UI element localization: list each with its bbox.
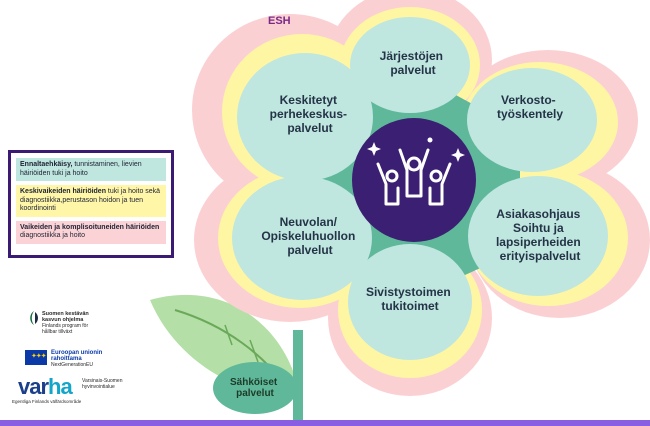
people-icon bbox=[376, 148, 452, 206]
legend-item-1-bold: Ennaltaehkäisy, bbox=[20, 161, 73, 168]
petal-label-lower-left: Neuvolan/ Opiskeluhuollon palvelut bbox=[261, 215, 358, 257]
esh-label: ESH bbox=[268, 15, 291, 27]
petal-label-upper-right: Verkosto- työskentely bbox=[497, 93, 563, 121]
varha-logo-part-b: ha bbox=[48, 374, 73, 399]
petal-lower-right bbox=[468, 176, 608, 296]
legend-item-3-text: diagnostiikka ja hoito bbox=[20, 232, 85, 239]
eu-funding-logo: Euroopan unionin rahoittama NextGenerati… bbox=[51, 350, 121, 368]
stem bbox=[293, 330, 303, 420]
leaf-vein-2 bbox=[224, 324, 259, 363]
legend-item-2-bold: Keskivaikeiden häiriöiden bbox=[20, 188, 106, 195]
petal-label-top: Järjestöjen palvelut bbox=[380, 49, 447, 77]
stem-label: Sähköiset palvelut bbox=[230, 377, 280, 399]
teal-petals bbox=[232, 17, 608, 360]
legend-item-3-bold: Vaikeiden ja komplisoituneiden häiriöide… bbox=[20, 223, 160, 231]
legend-item-prevention: Ennaltaehkäisy, tunnistaminen, lievien h… bbox=[16, 158, 166, 181]
suomi-program-logo: Suomen kestävän kasvun ohjelma Finlands … bbox=[42, 311, 102, 335]
legend-item-moderate: Keskivaikeiden häiriöiden tuki ja hoito … bbox=[16, 185, 166, 217]
center-circle bbox=[352, 118, 476, 242]
petal-top bbox=[350, 17, 470, 113]
legend-item-severe: Vaikeiden ja komplisoituneiden häiriöide… bbox=[16, 220, 166, 244]
legend: Ennaltaehkäisy, tunnistaminen, lievien h… bbox=[8, 150, 174, 258]
petal-label-upper-left: Keskitetyt perhekeskus- palvelut bbox=[270, 93, 351, 135]
petal-lower-left bbox=[232, 176, 372, 300]
varha-logo-part-a: var bbox=[18, 374, 49, 399]
varha-logo: varha bbox=[18, 374, 73, 400]
legend-item-1-text: tunnistaminen, lievien häiriöiden tuki j… bbox=[20, 161, 142, 177]
eu-funding-title: Euroopan unionin rahoittama bbox=[51, 350, 103, 362]
bottom-bar bbox=[0, 420, 650, 426]
petal-bottom bbox=[348, 244, 472, 360]
stem-base bbox=[213, 362, 297, 414]
petal-label-lower-right: Asiakasohjaus Soihtu ja lapsiperheiden e… bbox=[496, 207, 584, 263]
petal-label-bottom: Sivistystoimen tukitoimet bbox=[366, 285, 454, 313]
suomi-program-subtitle: Finlands program för hållbar tillväxt bbox=[42, 323, 89, 335]
varha-subtitle: Varsinais-Suomen hyvinvointialue bbox=[82, 378, 123, 390]
eu-funding-subtitle: NextGenerationEU bbox=[51, 362, 93, 368]
sparkle-icons bbox=[367, 137, 465, 162]
suomi-growth-logo-icon bbox=[30, 311, 38, 325]
petal-upper-left bbox=[237, 53, 373, 181]
varha-subtitle-sv: Egentliga Finlands välfärdsområde bbox=[12, 399, 82, 404]
suomi-program-title: Suomen kestävän kasvun ohjelma bbox=[42, 311, 89, 323]
eu-flag-icon: ✦✦✦ bbox=[25, 350, 47, 365]
petal-upper-right bbox=[467, 68, 597, 172]
legend-item-2-text: tuki ja hoito sekä diagnostiikka,perusta… bbox=[20, 188, 161, 212]
